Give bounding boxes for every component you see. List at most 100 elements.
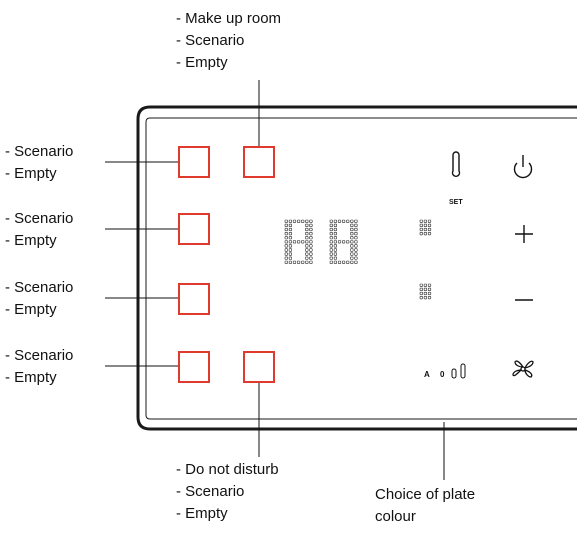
label-top-key-line-3: - Empty [176, 54, 228, 71]
label-bottom-key-line-2: - Scenario [176, 483, 245, 500]
display-indicator-dot [423, 287, 428, 292]
display-indicator-dot [427, 291, 432, 296]
label-left-key-4-line-2: - Empty [5, 369, 57, 386]
display-dot [309, 244, 313, 248]
display-dot [305, 256, 309, 260]
display-dot [350, 260, 354, 264]
display-indicator-dot [419, 283, 423, 287]
display-dot [284, 232, 288, 236]
display-dot [296, 219, 301, 223]
display-dot [346, 260, 350, 264]
display-dot [301, 260, 305, 264]
display-dot [329, 232, 333, 236]
display-dot [354, 240, 358, 244]
display-dot [329, 219, 333, 223]
display-dot [292, 219, 297, 223]
display-indicator-dot [423, 291, 428, 296]
display-dot [329, 248, 333, 252]
plus-icon[interactable] [515, 225, 533, 243]
display-dot [292, 260, 297, 264]
display-dot [288, 260, 293, 264]
display-dot [305, 223, 309, 228]
label-top-key-line-1: - Make up room [176, 10, 282, 27]
power-icon[interactable] [513, 155, 533, 179]
display-dot [288, 236, 293, 240]
display-dot [354, 227, 358, 232]
display-dot [296, 260, 301, 264]
display-dot [341, 260, 346, 264]
display-dot [288, 219, 293, 223]
display-dot [288, 223, 293, 228]
display-dot [329, 236, 333, 240]
display-dot [301, 240, 305, 244]
display-indicator-dot [427, 223, 432, 228]
display-dot [305, 244, 309, 248]
display-dot [350, 232, 354, 236]
display-indicator-dot [419, 295, 423, 300]
label-bottom-key: - Do not disturb - Scenario - Empty [176, 459, 279, 525]
display-dot [354, 252, 358, 256]
display-dot [333, 244, 338, 248]
display-dot [288, 227, 293, 232]
key-left-3[interactable] [178, 283, 210, 315]
display-dot [354, 223, 358, 228]
display-dot [305, 240, 309, 244]
display-dot [288, 232, 293, 236]
display-dot [305, 219, 309, 223]
display-dot [296, 240, 301, 244]
display-dot [305, 236, 309, 240]
display-indicator-dot [423, 227, 428, 232]
fan-speed-auto: A [424, 370, 430, 379]
set-label: SET [449, 199, 463, 206]
display-dot [309, 227, 313, 232]
label-left-key-2-line-1: - Scenario [5, 210, 74, 227]
key-left-2[interactable] [178, 213, 210, 245]
display-dot [284, 252, 288, 256]
key-bottom-left[interactable] [178, 351, 210, 383]
display-dot [333, 223, 338, 228]
thermometer-icon [451, 151, 461, 177]
key-top-left[interactable] [178, 146, 210, 178]
label-plate-line-2: colour [375, 508, 416, 525]
display-dot [288, 248, 293, 252]
display-dot [350, 236, 354, 240]
display-indicator-dot [427, 219, 432, 223]
display-indicator-dot [419, 227, 423, 232]
display-dot [305, 248, 309, 252]
display-dot [284, 223, 288, 228]
fan-speed-off: 0 [440, 370, 445, 379]
label-plate-line-1: Choice of plate [375, 486, 476, 503]
display-dot [350, 244, 354, 248]
display-dot [350, 219, 354, 223]
display-indicator-dot [427, 283, 432, 287]
display-indicator-dot [427, 295, 432, 300]
configurable-keys [178, 146, 275, 383]
label-top-key: - Make up room - Scenario - Empty [176, 8, 281, 74]
label-top-key-line-2: - Scenario [176, 32, 245, 49]
label-left-key-1-line-2: - Empty [5, 165, 57, 182]
display-dot [284, 248, 288, 252]
display-dot [284, 244, 288, 248]
display-dot [354, 244, 358, 248]
label-bottom-key-line-1: - Do not disturb [176, 461, 279, 478]
display-dot [350, 240, 354, 244]
display-indicator-dot [419, 287, 423, 292]
display-dot [309, 248, 313, 252]
display-indicator-dot [419, 291, 423, 296]
display-dot [354, 260, 358, 264]
label-left-key-1-line-1: - Scenario [5, 143, 74, 160]
key-top-right[interactable] [243, 146, 275, 178]
label-left-key-4: - Scenario - Empty [5, 345, 73, 389]
label-left-key-3: - Scenario - Empty [5, 277, 73, 321]
display-dot [333, 236, 338, 240]
display-indicator-dot [423, 223, 428, 228]
display-dot [354, 256, 358, 260]
key-bottom-right[interactable] [243, 351, 275, 383]
display-dot [337, 240, 342, 244]
display-dot [309, 236, 313, 240]
display-dot [309, 260, 313, 264]
display-dot [329, 240, 333, 244]
fan-icon[interactable] [512, 360, 534, 378]
display-dot [305, 227, 309, 232]
label-left-key-3-line-1: - Scenario [5, 279, 74, 296]
